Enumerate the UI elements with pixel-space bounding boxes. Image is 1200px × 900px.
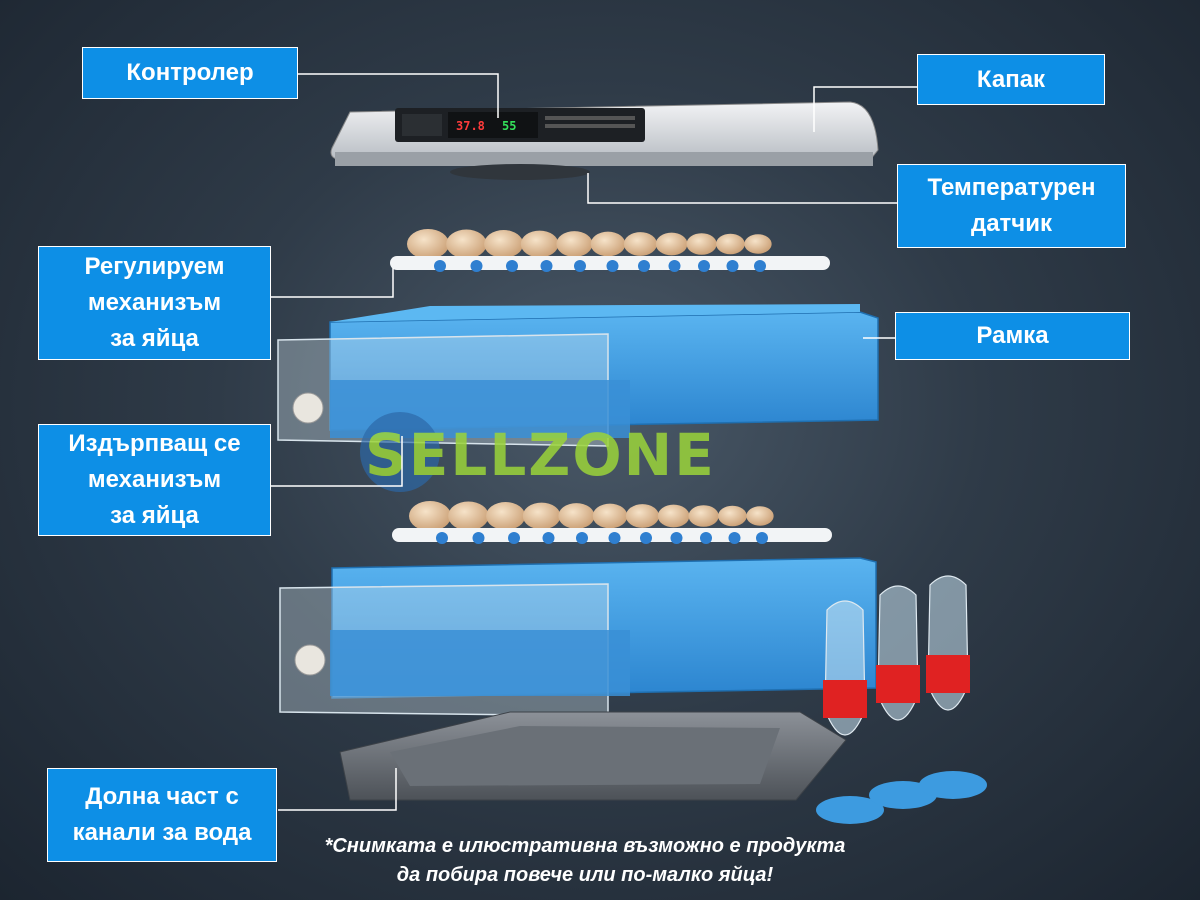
bottom-egg: [657, 504, 690, 528]
top-roller-cap: [726, 260, 739, 272]
top-roller-cap: [606, 260, 619, 272]
bottom-egg: [718, 505, 747, 527]
bottom-roller-cap: [576, 532, 588, 544]
bottom-egg: [448, 501, 489, 531]
label-frame: Рамка: [895, 312, 1130, 360]
bottom-roller-cap: [700, 532, 712, 544]
top-egg: [623, 232, 657, 256]
bottle-label: [926, 655, 970, 693]
top-roller-cap: [434, 260, 446, 272]
top-roller-cap: [470, 260, 483, 272]
top-egg: [655, 232, 688, 256]
top-egg: [484, 230, 524, 258]
bottom-roller-cap: [436, 532, 448, 544]
top-egg: [407, 229, 449, 259]
disclaimer-note: *Снимката е илюстративна възможно е прод…: [324, 835, 846, 886]
bottom-egg: [558, 503, 595, 529]
pullout-drawer-lower: [279, 583, 630, 717]
top-roller-cap: [638, 260, 650, 272]
bottom-roller-cap: [472, 532, 485, 544]
bottom-egg: [522, 502, 561, 530]
bottle-feeder: [919, 771, 987, 799]
top-roller-cap: [506, 260, 518, 272]
top-egg: [520, 230, 559, 258]
egg-roller-bottom: [392, 501, 832, 544]
bottom-egg: [486, 502, 526, 530]
label-lid: Капак: [917, 54, 1105, 105]
bottom-egg: [688, 505, 719, 527]
controller-temperature-readout: 37.8: [456, 119, 485, 133]
top-egg: [716, 233, 745, 255]
bottom-roller-cap: [756, 532, 768, 544]
label-controller: Контролер: [82, 47, 298, 99]
egg-roller-top: [390, 229, 830, 272]
bottom-egg: [625, 504, 659, 528]
bottom-egg: [592, 503, 628, 529]
bottle-label: [823, 680, 867, 718]
controller-humidity-readout: 55: [502, 119, 516, 133]
callout-lines: [270, 73, 918, 811]
water-channel-base: [339, 711, 847, 801]
top-roller-cap: [668, 260, 681, 272]
top-roller-cap: [574, 260, 586, 272]
top-egg: [590, 231, 626, 257]
top-egg: [744, 234, 772, 254]
bottom-roller-cap: [640, 532, 652, 544]
top-roller-cap: [698, 260, 710, 272]
bottom-egg: [746, 506, 774, 526]
watermark: SELLZONE: [360, 412, 716, 492]
label-pullout-egg-mechanism: Издърпващ се механизъм за яйца: [38, 424, 271, 536]
label-bottom-water-channels: Долна част с канали за вода: [47, 768, 277, 862]
top-egg: [556, 231, 593, 257]
bottom-roller-cap: [608, 532, 621, 544]
bottom-roller-cap: [508, 532, 520, 544]
top-egg: [686, 233, 717, 255]
pullout-drawer-upper: [277, 333, 630, 447]
top-egg: [446, 229, 487, 259]
bottom-roller-cap: [728, 532, 741, 544]
bottle-label: [876, 665, 920, 703]
bottom-egg: [409, 501, 451, 531]
label-temperature-sensor: Температурен датчик: [897, 164, 1126, 248]
bottom-roller-cap: [670, 532, 683, 544]
bottle-feeder: [816, 796, 884, 824]
top-roller-cap: [540, 260, 553, 272]
top-roller-cap: [754, 260, 766, 272]
label-adjustable-egg-mechanism: Регулируем механизъм за яйца: [38, 246, 271, 360]
controller-panel: 37.8 55: [395, 108, 645, 142]
watermark-text: SELLZONE: [365, 421, 716, 489]
bottom-roller-cap: [542, 532, 555, 544]
water-bottles: [816, 575, 987, 824]
